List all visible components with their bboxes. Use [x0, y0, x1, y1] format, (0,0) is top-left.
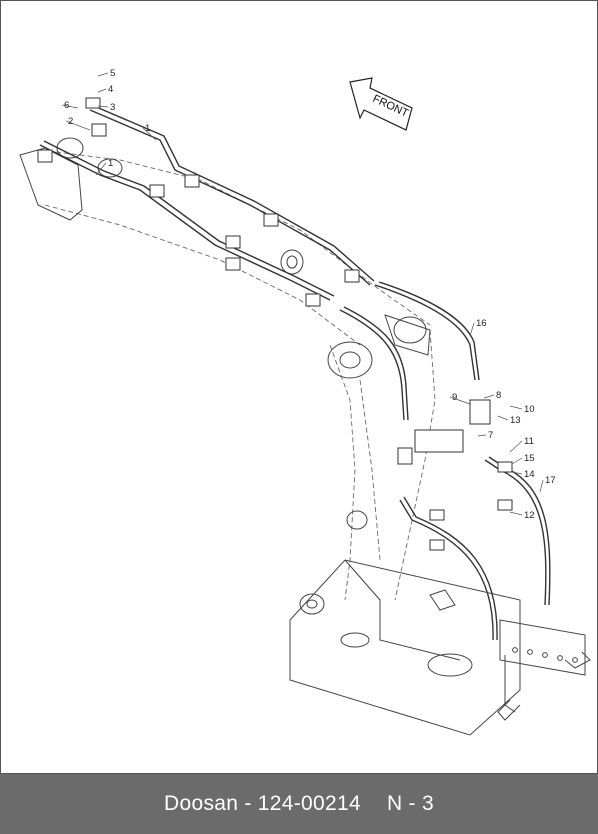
footer-caption: Doosan - 124-00214 N - 3 [164, 792, 434, 816]
callout-leader [497, 415, 509, 421]
callout-number: 7 [488, 430, 493, 441]
callout-number: 12 [524, 510, 535, 521]
base-frame [289, 559, 591, 736]
callout-number: 5 [110, 68, 115, 79]
callout-leader [477, 434, 487, 437]
clamp-blocks [37, 97, 513, 551]
callout-leader [469, 322, 475, 337]
footer-page: N - 3 [386, 792, 434, 815]
callout-number: 17 [545, 475, 556, 486]
callout-number: 3 [110, 102, 115, 113]
callout-number: 9 [452, 392, 457, 403]
callout-leader [95, 162, 107, 176]
callout-number: 2 [68, 116, 73, 127]
callout-leader [509, 440, 523, 453]
callout-leader [97, 72, 109, 77]
callout-number: 10 [524, 404, 535, 415]
callout-leader [97, 105, 109, 108]
footer-part-number: 124-00214 [257, 792, 361, 815]
callout-leader [509, 511, 523, 516]
callout-leader [449, 396, 471, 405]
callout-number: 13 [510, 415, 521, 426]
callout-number: 1 [108, 158, 113, 169]
callout-number: 14 [524, 469, 535, 480]
footer-brand: Doosan [164, 792, 239, 815]
callout-leader [97, 88, 107, 93]
callout-leader [65, 120, 91, 131]
pipe-lines [39, 105, 551, 641]
callout-number: 15 [524, 453, 535, 464]
callout-number: 11 [524, 436, 534, 447]
callout-leader [61, 104, 79, 109]
footer-bar: Doosan - 124-00214 N - 3 [0, 774, 598, 834]
callout-leader [142, 127, 157, 141]
callout-leader [511, 471, 523, 475]
front-arrow: FRONT [349, 77, 413, 131]
callout-leader [509, 405, 523, 410]
callout-number: 8 [496, 390, 501, 401]
callout-number: 16 [476, 318, 487, 329]
boom-outline [39, 149, 436, 601]
footer-separator: - [238, 792, 258, 815]
callout-leader [539, 479, 544, 493]
callout-leader [483, 394, 495, 399]
callout-number: 4 [108, 84, 113, 95]
callout-number: 6 [64, 100, 69, 111]
callout-number: 1 [145, 123, 150, 134]
boom-solid-edges [19, 137, 431, 615]
callout-leader [511, 457, 523, 465]
